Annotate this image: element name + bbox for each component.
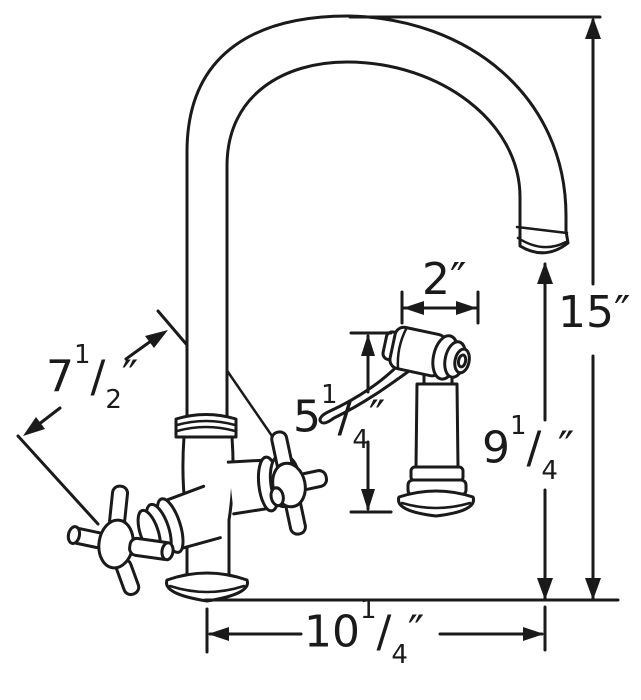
- faucet-spout: [185, 14, 570, 420]
- dim-numerator: 1: [360, 595, 377, 625]
- dim-whole: 7: [46, 351, 74, 403]
- dim-unit: ″: [368, 391, 386, 443]
- dim-unit: ″: [614, 287, 631, 338]
- left-cross-handle: [66, 484, 175, 597]
- dim-denominator: 4: [541, 456, 558, 487]
- dim-2-arrow-right-icon: [456, 301, 477, 315]
- dim-denominator: 4: [391, 640, 408, 671]
- right-cross-handle: [269, 430, 329, 536]
- dim-slash: /: [526, 422, 542, 474]
- sprayer-head: [381, 325, 471, 381]
- dimension-label-sprayer-height: 51/4″: [293, 382, 386, 453]
- dim-10-arrow-left-icon: [208, 627, 229, 641]
- dim-denominator: 4: [352, 425, 369, 456]
- dim-numerator: 1: [510, 411, 527, 441]
- dimension-label-overall-height: 15″: [558, 291, 630, 335]
- dim-9-arrow-down-icon: [537, 578, 553, 600]
- sprayer-trigger: [318, 358, 411, 425]
- dim-whole: 15: [558, 287, 614, 338]
- dimension-lines: [16, 15, 620, 654]
- dimension-label-sprayer-width: 2″: [422, 258, 466, 302]
- dim-numerator: 1: [321, 380, 338, 410]
- dimension-label-base-width: 101/4″: [304, 597, 425, 668]
- dim-numerator: 1: [74, 340, 91, 370]
- dim-unit: ″: [121, 351, 139, 403]
- dim-2-arrow-left-icon: [403, 301, 424, 315]
- dim-7-arrow-downleft-icon: [23, 417, 45, 436]
- base-flange: [165, 571, 249, 603]
- dim-slash: /: [337, 391, 353, 443]
- dim-slash: /: [90, 351, 106, 403]
- dim-whole: 2: [422, 254, 450, 305]
- dimension-label-spout-reach: 71/2″: [46, 342, 139, 413]
- spout-tip-band: [515, 225, 569, 235]
- dim-unit: ″: [407, 606, 425, 658]
- sprayer-flange: [397, 489, 475, 518]
- dim-15-arrow-up-icon: [585, 17, 601, 39]
- dim-unit: ″: [557, 422, 575, 474]
- dim-slash: /: [376, 606, 392, 658]
- dim-whole: 5: [293, 391, 321, 443]
- dimension-label-spout-height: 91/4″: [482, 413, 575, 484]
- sprayer-body: [414, 382, 460, 469]
- dim-whole: 9: [482, 422, 510, 474]
- dim-9-arrow-up-icon: [537, 262, 553, 284]
- dim-15-arrow-down-icon: [585, 578, 601, 600]
- dim-5-arrow-up-icon: [361, 334, 375, 356]
- dim-5-arrow-down-icon: [361, 489, 375, 511]
- dim-10-arrow-right-icon: [523, 627, 544, 641]
- dim-unit: ″: [450, 254, 467, 305]
- dim-whole: 10: [304, 606, 360, 658]
- dim-denominator: 2: [105, 385, 122, 416]
- side-sprayer: [318, 325, 475, 518]
- dim-7-arrow-upright-icon: [145, 330, 168, 348]
